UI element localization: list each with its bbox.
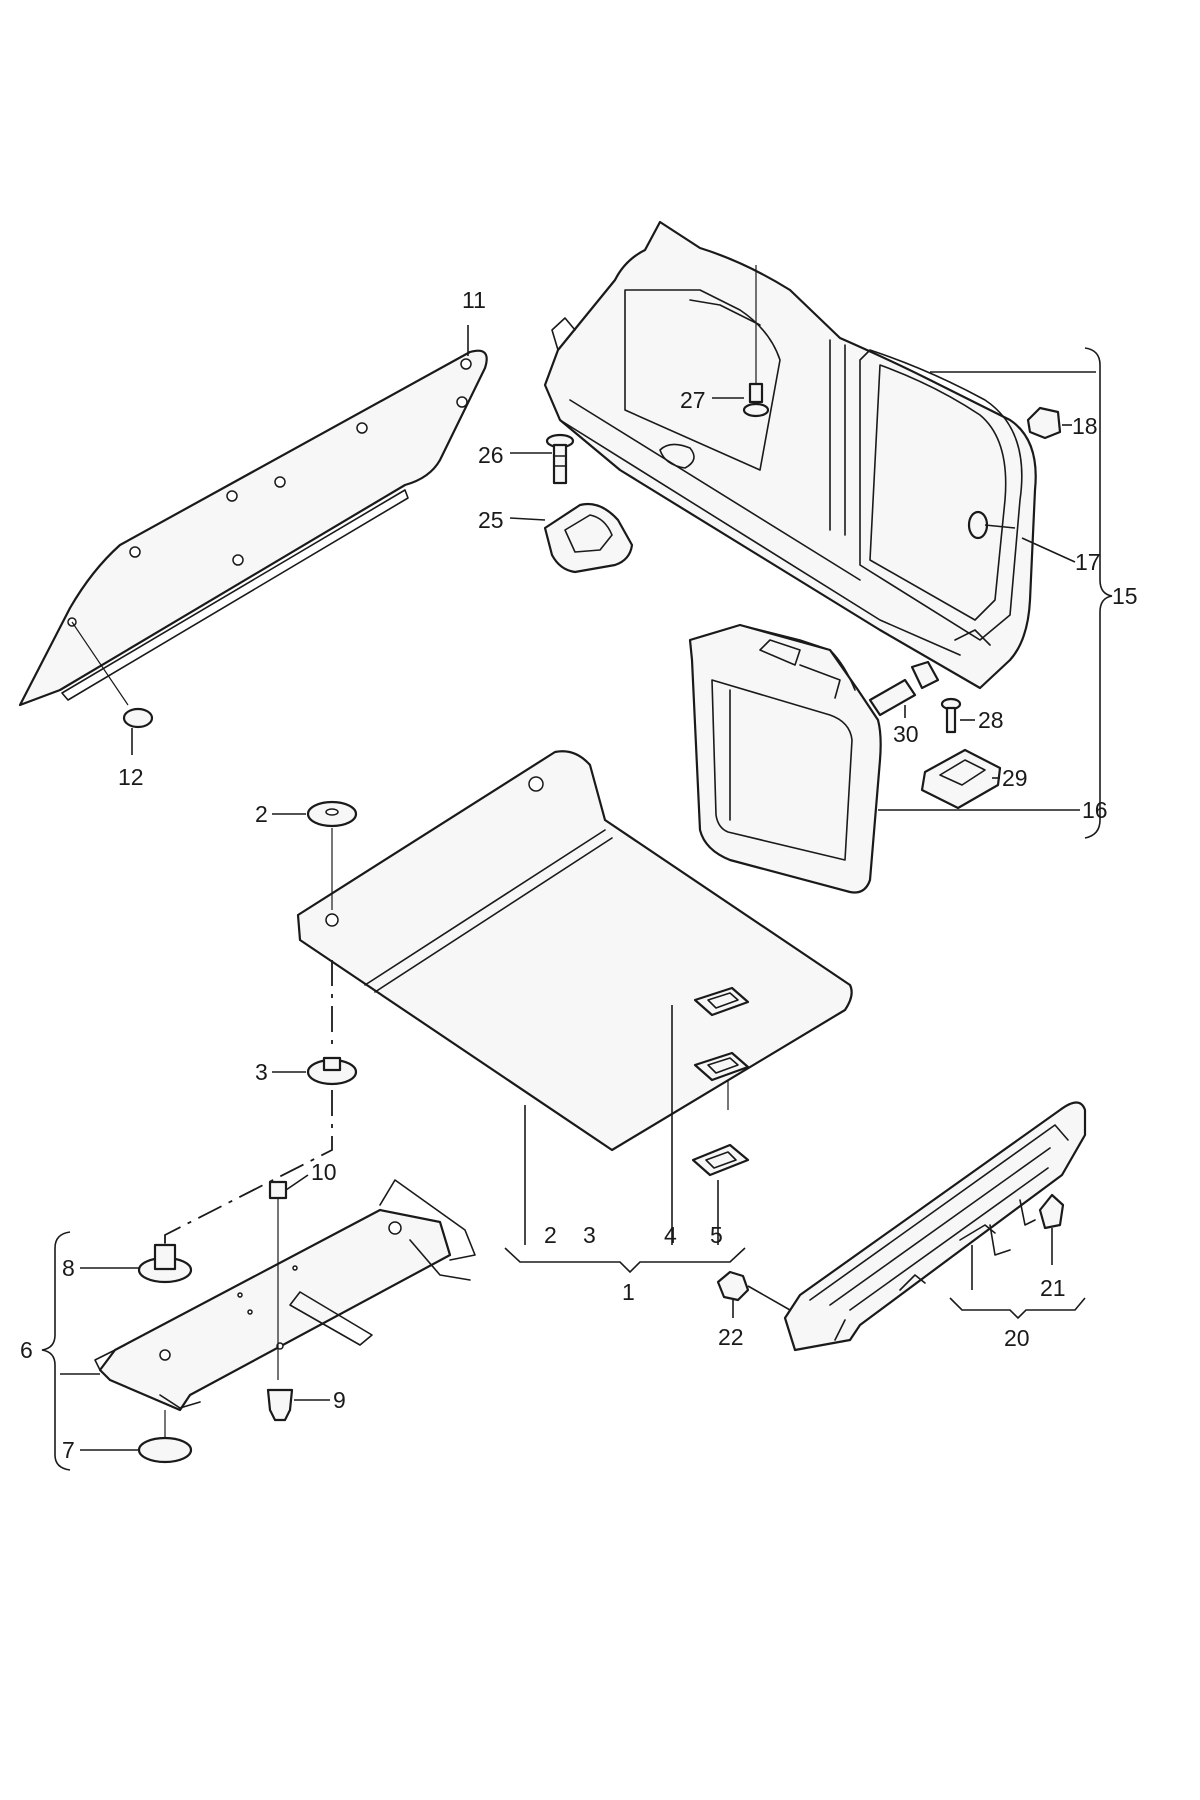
callout-21: 21: [1040, 1275, 1066, 1301]
holder-29: [920, 748, 1002, 810]
sill-panel: [783, 1101, 1087, 1352]
group1-label-4: 4: [664, 1222, 677, 1248]
callout-2: 2: [255, 801, 268, 827]
parcel-shelf: [18, 325, 488, 707]
screw-27: [712, 265, 770, 418]
callout-9: 9: [333, 1387, 346, 1413]
callout-1: 1: [622, 1279, 635, 1305]
washer-2: [272, 800, 358, 910]
centerline-b: [164, 1090, 333, 1265]
callout-6: 6: [20, 1337, 33, 1363]
callout-20: 20: [1004, 1325, 1030, 1351]
fastener-3: [272, 1056, 358, 1086]
callout-22: 22: [718, 1324, 744, 1350]
leader-17: [984, 524, 1016, 529]
callout-15: 15: [1112, 583, 1138, 609]
callout-12: 12: [118, 764, 144, 790]
callout-7: 7: [62, 1437, 75, 1463]
screw-26: [510, 433, 575, 485]
group-20-leaders: [949, 1245, 1086, 1320]
connector-30: [868, 660, 940, 718]
leader-17-b: [1021, 537, 1076, 563]
screw-28: [940, 697, 975, 734]
nut-7: [80, 1410, 193, 1464]
callout-8: 8: [62, 1255, 75, 1281]
callout-11: 11: [462, 287, 486, 313]
group1-label-3: 3: [583, 1222, 596, 1248]
shelf-pin: [71, 621, 154, 755]
bracket-15: [1084, 347, 1113, 839]
lashing-eye: [509, 502, 634, 574]
callout-25: 25: [478, 507, 504, 533]
group-1-leaders: [504, 1005, 746, 1274]
callout-18: 18: [1072, 413, 1098, 439]
group1-label-5: 5: [710, 1222, 723, 1248]
callout-27: 27: [680, 387, 706, 413]
callout-30: 30: [893, 721, 919, 747]
callout-29: 29: [1002, 765, 1028, 791]
callout-16: 16: [1082, 797, 1108, 823]
bracket-6: [41, 1231, 71, 1471]
callout-10: 10: [311, 1159, 337, 1185]
side-trim-panel: [543, 220, 1037, 690]
callout-17: 17: [1075, 549, 1101, 575]
clip-18: [1026, 406, 1072, 440]
floor-covering: [296, 750, 853, 1177]
nut-22: [716, 1270, 791, 1318]
storage-tray: [688, 623, 882, 894]
callout-3: 3: [255, 1059, 268, 1085]
callout-28: 28: [978, 707, 1004, 733]
fastener-8: [80, 1243, 193, 1284]
clip-21: [1038, 1193, 1065, 1265]
callout-26: 26: [478, 442, 504, 468]
cover-tray: [94, 1179, 476, 1412]
group1-label-2: 2: [544, 1222, 557, 1248]
screw-10: [268, 1174, 309, 1380]
clip-9: [266, 1388, 330, 1422]
